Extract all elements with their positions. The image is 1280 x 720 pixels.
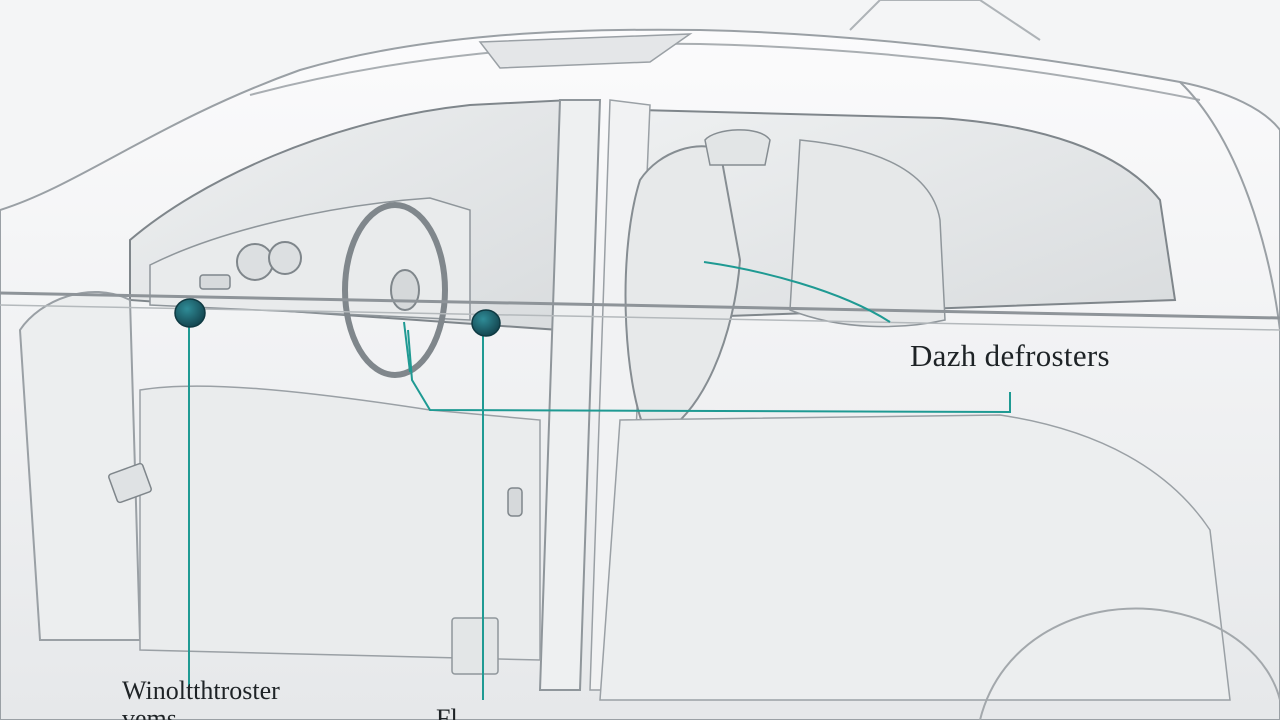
label-windshield-vents-line1: Winoltthtroster bbox=[122, 676, 280, 705]
a-pillar bbox=[18, 291, 142, 641]
front-headrest bbox=[704, 129, 771, 166]
leader-lines bbox=[188, 261, 1011, 700]
sunroof bbox=[478, 33, 693, 69]
gauge-right bbox=[268, 241, 302, 275]
roof-line bbox=[249, 42, 1201, 101]
rear-spoiler bbox=[849, 0, 1041, 41]
cabin-beam bbox=[0, 291, 1280, 320]
label-dash-defrosters: Dazh defrosters bbox=[910, 338, 1110, 373]
leader-dash-defrosters bbox=[703, 261, 891, 323]
gauge-left bbox=[236, 243, 274, 281]
sill-block bbox=[451, 617, 499, 675]
floor-vent-marker bbox=[471, 309, 501, 337]
rear-wheel-arch bbox=[979, 607, 1280, 720]
b-pillar bbox=[538, 99, 602, 691]
floor-pedal bbox=[108, 462, 152, 504]
dashboard bbox=[149, 197, 471, 321]
steering-hub bbox=[390, 269, 420, 311]
front-seat-back bbox=[624, 145, 742, 442]
label-windshield-vents-line2: vems bbox=[122, 704, 177, 720]
leader-vent-duct bbox=[407, 329, 1011, 414]
leader-vent-drop bbox=[403, 321, 411, 373]
steering-wheel bbox=[342, 202, 448, 378]
windshield-vent-marker bbox=[174, 298, 206, 328]
label-floor-vents: Fl bbox=[436, 704, 458, 720]
door-handle bbox=[507, 487, 523, 517]
dash-vent bbox=[199, 274, 231, 290]
cabin-beam-lower bbox=[0, 304, 1280, 331]
rear-pillar bbox=[1179, 81, 1280, 331]
rear-door-panel bbox=[599, 414, 1231, 701]
